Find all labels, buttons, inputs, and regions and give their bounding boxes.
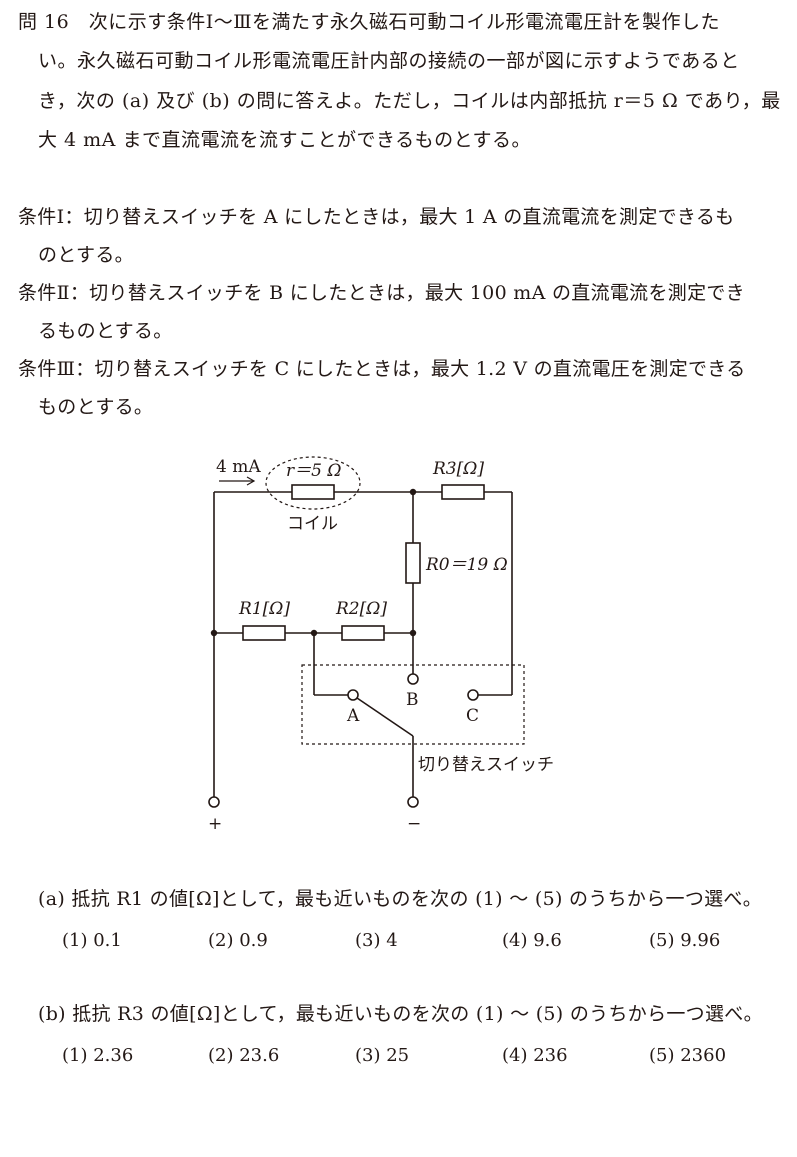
r0-resistor [405, 542, 421, 584]
sub-question-b: (b) 抵抗 R3 の値[Ω]として，最も近いものを次の (1) ～ (5) の… [38, 1003, 763, 1025]
question-line-3: き，次の (a) 及び (b) の問に答えよ。ただし，コイルは内部抵抗 r＝5 … [38, 90, 781, 112]
terminal-b-circle [407, 673, 419, 685]
r3-resistor [441, 484, 485, 500]
question-line-2: い。永久磁石可動コイル形電流電圧計内部の接続の一部が図に示すようであると [38, 50, 740, 72]
plus-terminal-circle [208, 796, 220, 808]
current-label: 4 mA [216, 457, 261, 477]
terminal-b-label: B [406, 690, 419, 710]
question-line-4: 大 4 mA まで直流電流を流すことができるものとする。 [38, 129, 531, 151]
condition-1-line-2: のとする。 [38, 244, 134, 266]
terminal-a-label: A [346, 706, 360, 726]
junction-mid [310, 629, 318, 637]
switch-blade [356, 697, 414, 737]
condition-3-line-1: 条件Ⅲ：切り替えスイッチを C にしたときは，最大 1.2 V の直流電圧を測定… [18, 358, 746, 380]
choice-a-1[interactable]: (1) 0.1 [62, 930, 122, 951]
choice-a-5[interactable]: (5) 9.96 [649, 930, 721, 951]
plus-label: + [208, 814, 222, 834]
r1-label: R1[Ω] [238, 599, 290, 619]
choice-b-4[interactable]: (4) 236 [502, 1045, 568, 1066]
coil-label: コイル [287, 514, 338, 534]
coil-resistor-label: r＝5 Ω [286, 461, 341, 481]
r2-resistor [341, 625, 385, 641]
condition-2-line-1: 条件Ⅱ：切り替えスイッチを B にしたときは，最大 100 mA の直流電流を測… [18, 282, 745, 304]
choice-a-3[interactable]: (3) 4 [355, 930, 398, 951]
current-arrow [219, 476, 256, 486]
r2-label: R2[Ω] [335, 599, 387, 619]
condition-1-line-1: 条件Ⅰ：切り替えスイッチを A にしたときは，最大 1 A の直流電流を測定でき… [18, 206, 735, 228]
choice-a-4[interactable]: (4) 9.6 [502, 930, 562, 951]
r1-resistor [242, 625, 286, 641]
condition-3-line-2: ものとする。 [38, 396, 154, 418]
choice-a-2[interactable]: (2) 0.9 [208, 930, 268, 951]
choice-b-3[interactable]: (3) 25 [355, 1045, 410, 1066]
question-line-1: 問 16 次に示す条件Ⅰ～Ⅲを満たす永久磁石可動コイル形電流電圧計を製作した [18, 11, 721, 33]
junction-right [409, 629, 417, 637]
minus-label: − [407, 814, 421, 834]
junction-left [210, 629, 218, 637]
terminal-c-label: C [466, 706, 479, 726]
sub-question-a: (a) 抵抗 R1 の値[Ω]として，最も近いものを次の (1) ～ (5) の… [38, 888, 763, 910]
coil-outline [265, 456, 361, 510]
terminal-a-circle [347, 689, 359, 701]
choice-b-1[interactable]: (1) 2.36 [62, 1045, 134, 1066]
switch-label: 切り替えスイッチ [418, 755, 554, 775]
condition-2-line-2: るものとする。 [38, 320, 173, 342]
switch-box [301, 664, 525, 745]
junction-top-right [409, 488, 417, 496]
r0-label: R0＝19 Ω [425, 555, 508, 575]
coil-resistor [291, 484, 335, 500]
r3-label: R3[Ω] [432, 459, 484, 479]
terminal-c-circle [467, 689, 479, 701]
choice-b-2[interactable]: (2) 23.6 [208, 1045, 280, 1066]
choice-b-5[interactable]: (5) 2360 [649, 1045, 727, 1066]
minus-terminal-circle [407, 796, 419, 808]
